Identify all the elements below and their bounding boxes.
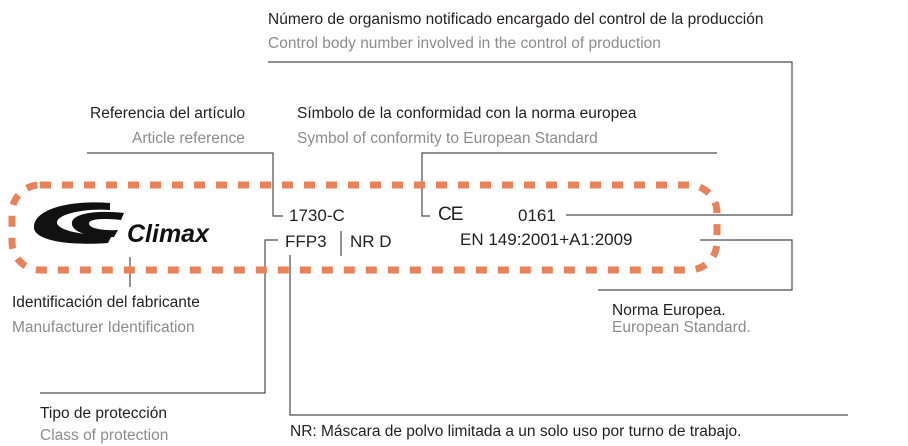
european-standard-label-en: European Standard. <box>612 319 751 336</box>
control-body-label-es: Número de organismo notificado encargado… <box>268 11 764 28</box>
control-number: 0161 <box>518 206 556 225</box>
standard-marking: EN 149:2001+A1:2009 <box>460 230 633 249</box>
manufacturer-label-en: Manufacturer Identification <box>12 319 195 336</box>
leader-european-standard <box>598 239 793 291</box>
article-reference-label-es: Referencia del artículo <box>90 105 246 122</box>
climax-logo-swoosh <box>33 202 124 244</box>
conformity-label-en: Symbol of conformity to European Standar… <box>297 130 598 147</box>
climax-logo-text: Climax <box>127 220 209 248</box>
article-reference-label-en: Article reference <box>132 130 245 147</box>
article-code: 1730-C <box>289 206 345 225</box>
european-standard-label-es: Norma Europea. <box>612 302 726 319</box>
manufacturer-label-es: Identificación del fabricante <box>12 294 200 311</box>
control-body-label-en: Control body number involved in the cont… <box>268 35 661 52</box>
leader-nr <box>289 255 848 416</box>
conformity-label-es: Símbolo de la conformidad con la norma e… <box>297 105 637 122</box>
nr-note: NR: Máscara de polvo limitada a un solo … <box>290 423 742 440</box>
protection-class: FFP3 <box>285 232 327 251</box>
leader-protection <box>40 239 278 394</box>
protection-type-label-es: Tipo de protección <box>40 405 167 422</box>
leader-control-body <box>268 61 793 216</box>
ce-mark: CE <box>438 204 463 225</box>
protection-type-label-en: Class of protection <box>40 427 169 444</box>
leader-article-reference <box>87 152 283 217</box>
nr-d-marking: NR D <box>350 232 392 251</box>
dashed-frame <box>8 181 721 274</box>
